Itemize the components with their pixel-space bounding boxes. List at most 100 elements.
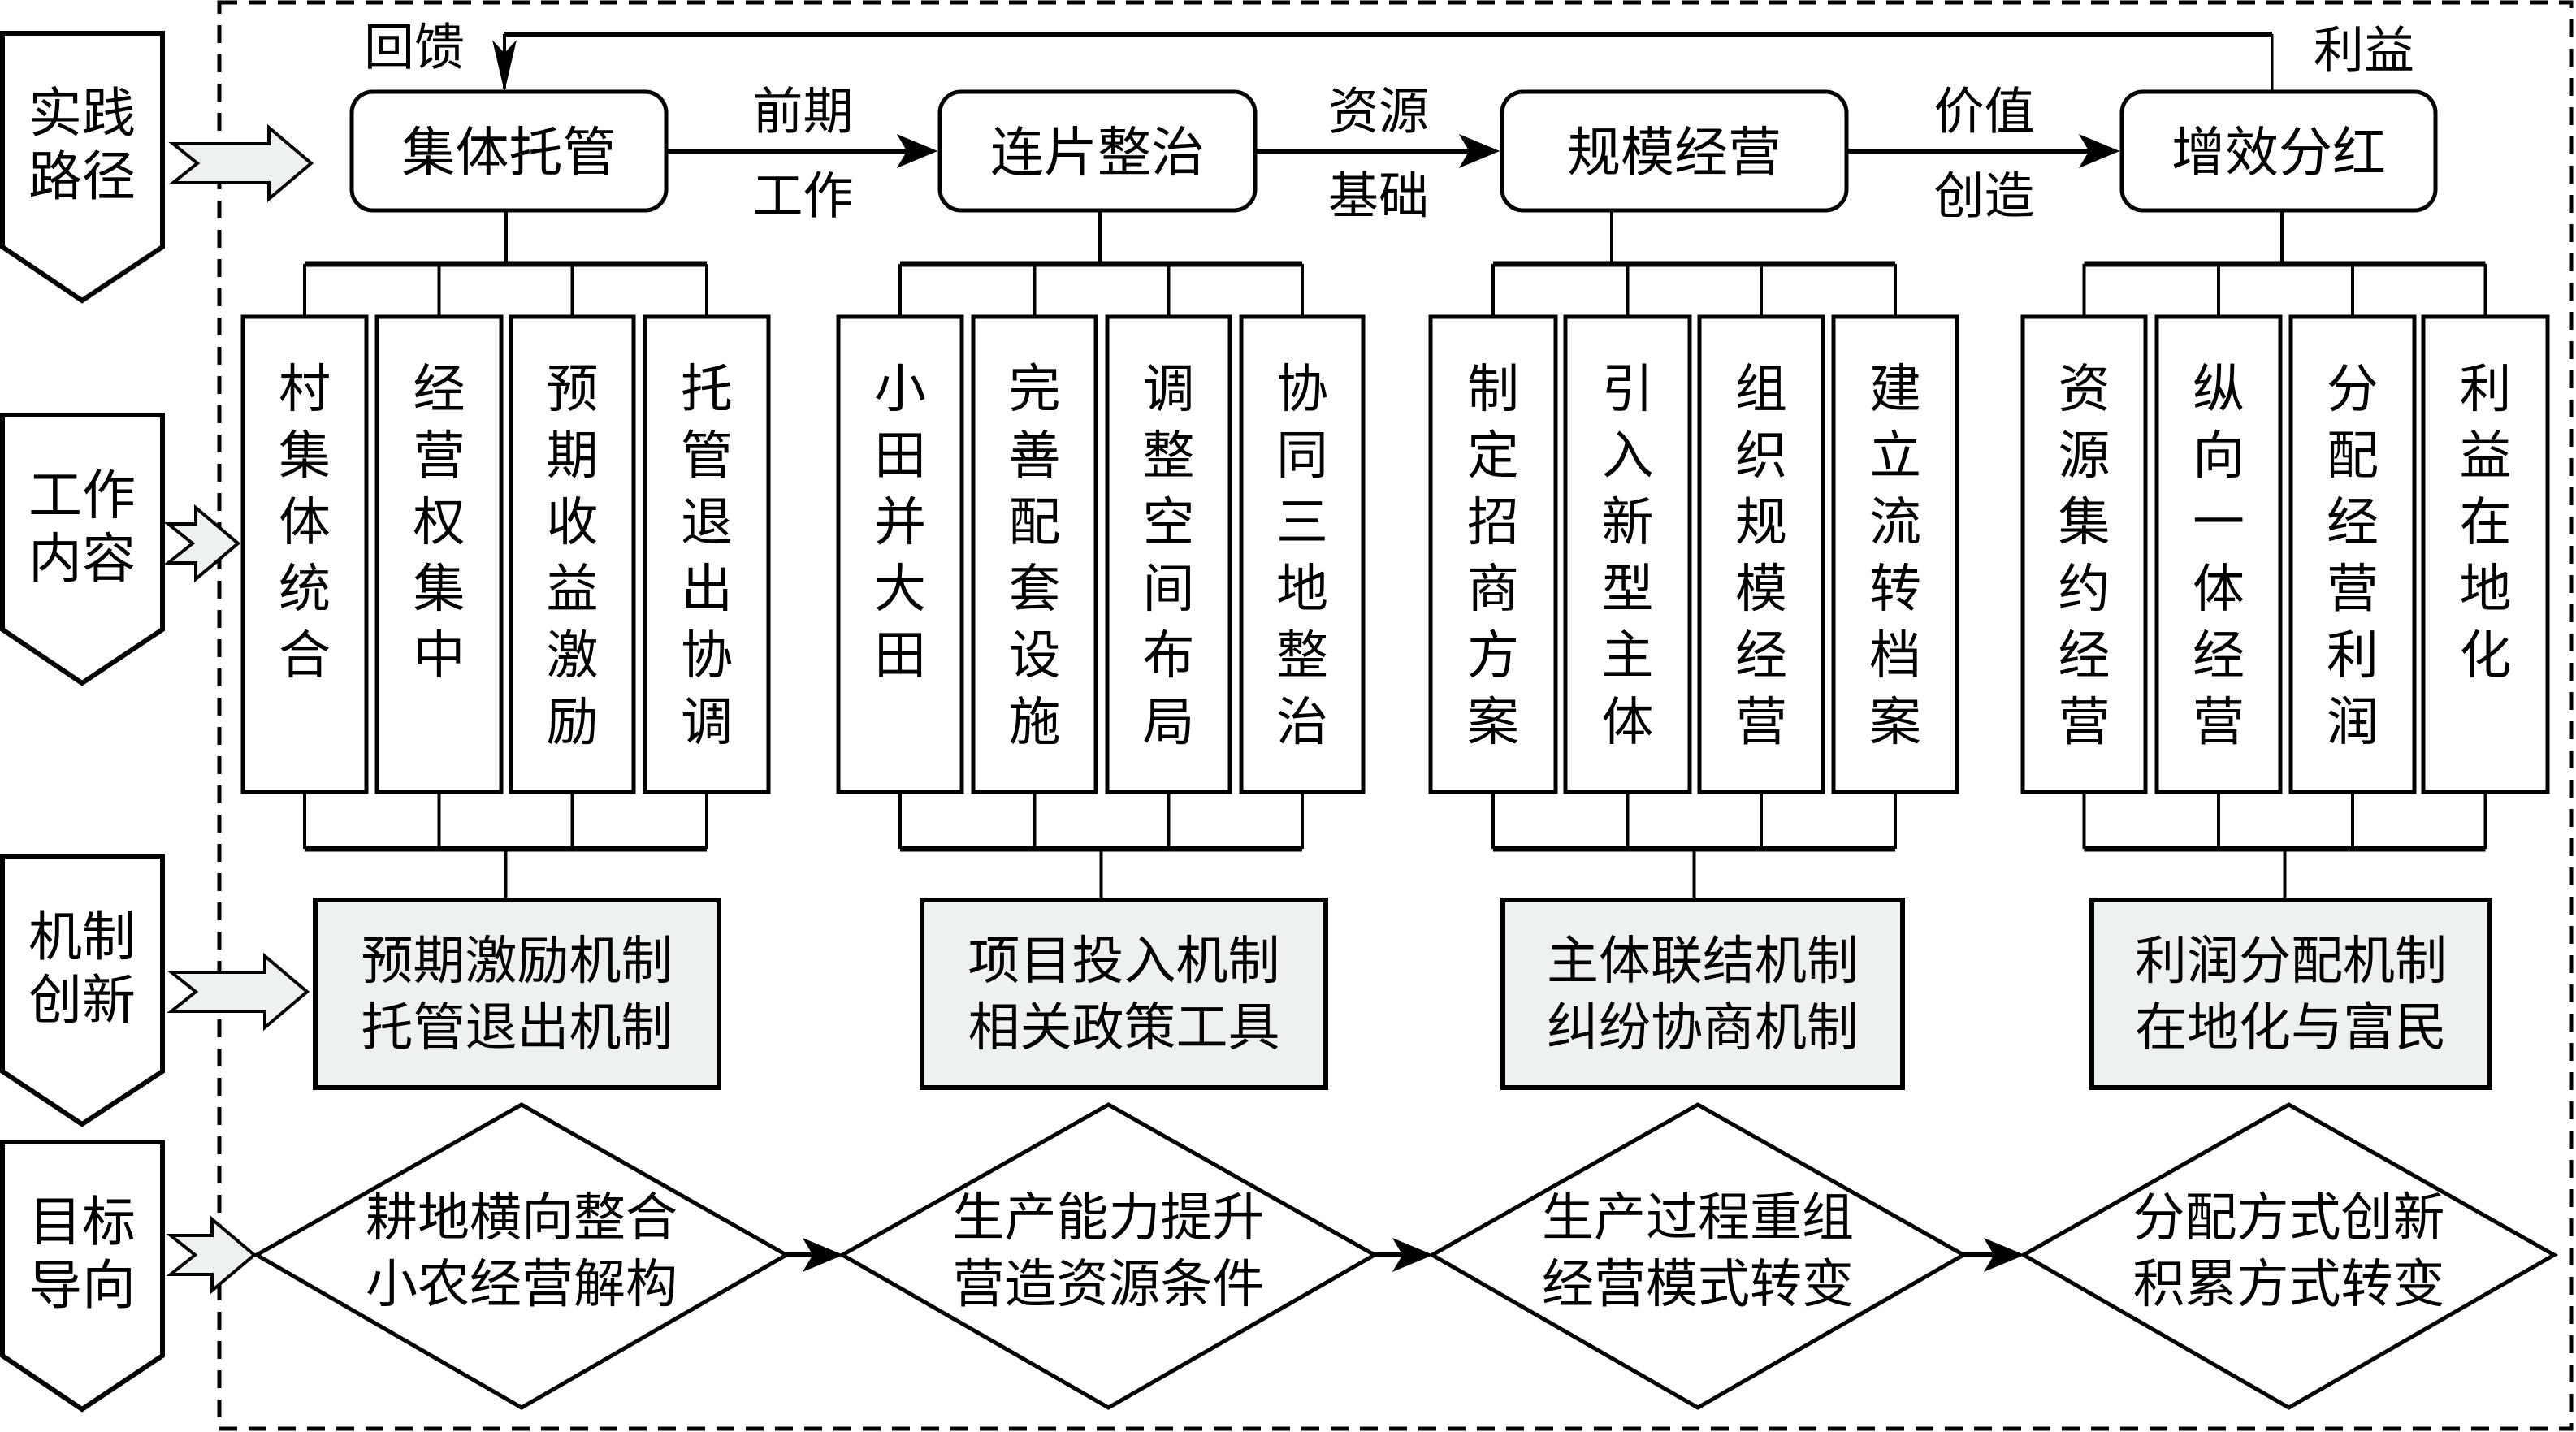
task-char: 营 — [2193, 693, 2245, 753]
task-label: 纵向一体经营 — [2193, 360, 2245, 753]
block-arrow-icon — [166, 1215, 258, 1295]
mechanism-text: 项目投入机制 — [968, 932, 1280, 992]
mechanism-text: 纠纷协商机制 — [1547, 998, 1859, 1058]
task-char: 益 — [547, 560, 599, 620]
edge-label: 创造 — [1933, 167, 2034, 226]
task-char: 配 — [2327, 426, 2379, 487]
chevron-label-shape — [0, 413, 165, 686]
mechanism-box — [920, 898, 1328, 1090]
task-label: 建立流转档案 — [1869, 360, 1921, 753]
task-box — [1105, 314, 1232, 794]
task-box — [643, 314, 771, 794]
task-char: 退 — [681, 493, 733, 553]
task-box — [971, 314, 1098, 794]
task-char: 托 — [681, 360, 733, 420]
task-char: 激 — [547, 626, 599, 686]
row-label-text: 实践 — [28, 82, 136, 145]
stage-title: 连片整治 — [990, 122, 1205, 184]
task-box — [836, 314, 964, 794]
row-label-text: 目标 — [28, 1191, 136, 1253]
task-char: 入 — [1602, 426, 1654, 487]
mechanism-text: 托管退出机制 — [362, 998, 673, 1058]
chevron-label-shape — [0, 1140, 165, 1413]
task-char: 地 — [2460, 560, 2512, 620]
stage-box — [2119, 89, 2438, 213]
task-label: 分配经营利润 — [2327, 360, 2379, 753]
task-char: 润 — [2327, 693, 2379, 753]
task-char: 空 — [1143, 493, 1195, 553]
goal-text: 营造资源条件 — [953, 1255, 1265, 1315]
task-char: 利 — [2460, 360, 2512, 420]
task-char: 转 — [1869, 560, 1921, 620]
task-char: 治 — [1276, 693, 1328, 753]
goal-arrowhead-icon — [1392, 1237, 1434, 1273]
task-char: 利 — [2327, 626, 2379, 686]
task-char: 协 — [681, 626, 733, 686]
task-char: 并 — [874, 493, 926, 553]
task-char: 型 — [1602, 560, 1654, 620]
goal-text: 积累方式转变 — [2133, 1255, 2445, 1315]
task-char: 经 — [2327, 493, 2379, 553]
goal-text: 耕地横向整合 — [366, 1188, 678, 1248]
task-char: 完 — [1009, 360, 1061, 420]
task-char: 新 — [1602, 493, 1654, 553]
task-box — [2288, 314, 2417, 794]
task-char: 商 — [1467, 560, 1519, 620]
task-char: 整 — [1276, 626, 1328, 686]
task-label: 利益在地化 — [2460, 360, 2512, 686]
task-char: 励 — [547, 693, 599, 753]
task-char: 方 — [1467, 626, 1519, 686]
task-char: 三 — [1276, 493, 1328, 553]
task-label: 经营权集中 — [413, 360, 465, 686]
mechanism-text: 相关政策工具 — [968, 998, 1280, 1058]
task-char: 源 — [2059, 426, 2111, 487]
goal-text: 分配方式创新 — [2133, 1188, 2445, 1248]
row-label-text: 路径 — [28, 145, 136, 208]
row-label-text: 机制 — [28, 906, 136, 968]
task-char: 定 — [1467, 426, 1519, 487]
task-char: 整 — [1143, 426, 1195, 487]
task-box — [1239, 314, 1366, 794]
task-char: 建 — [1869, 360, 1921, 420]
mechanism-box — [2089, 898, 2492, 1090]
task-box — [1831, 314, 1959, 794]
task-char: 田 — [874, 626, 926, 686]
task-char: 案 — [1869, 693, 1921, 753]
task-char: 收 — [547, 493, 599, 553]
task-char: 田 — [874, 426, 926, 487]
task-label: 预期收益激励 — [547, 360, 599, 753]
task-char: 经 — [2193, 626, 2245, 686]
stage-4: 增效分红 — [2119, 89, 2438, 213]
task-box — [1428, 314, 1558, 794]
task-box — [509, 314, 636, 794]
row-label-text: 内容 — [28, 528, 136, 591]
edge-label: 工作 — [752, 167, 853, 226]
flow-arrowhead-icon — [2078, 133, 2120, 169]
task-char: 资 — [2059, 360, 2111, 420]
task-char: 配 — [1009, 493, 1061, 553]
task-label: 完善配套设施 — [1009, 360, 1061, 753]
mechanism-text: 在地化与富民 — [2135, 998, 2447, 1058]
task-box — [2154, 314, 2283, 794]
task-char: 营 — [2059, 693, 2111, 753]
task-char: 协 — [1276, 360, 1328, 420]
chevron-label-shape — [0, 31, 165, 304]
flow-arrowhead-icon — [1458, 133, 1500, 169]
task-char: 经 — [413, 360, 465, 420]
edge-label: 价值 — [1933, 82, 2034, 141]
task-char: 集 — [279, 426, 331, 487]
task-char: 布 — [1143, 626, 1195, 686]
task-char: 套 — [1009, 560, 1061, 620]
task-char: 流 — [1869, 493, 1921, 553]
